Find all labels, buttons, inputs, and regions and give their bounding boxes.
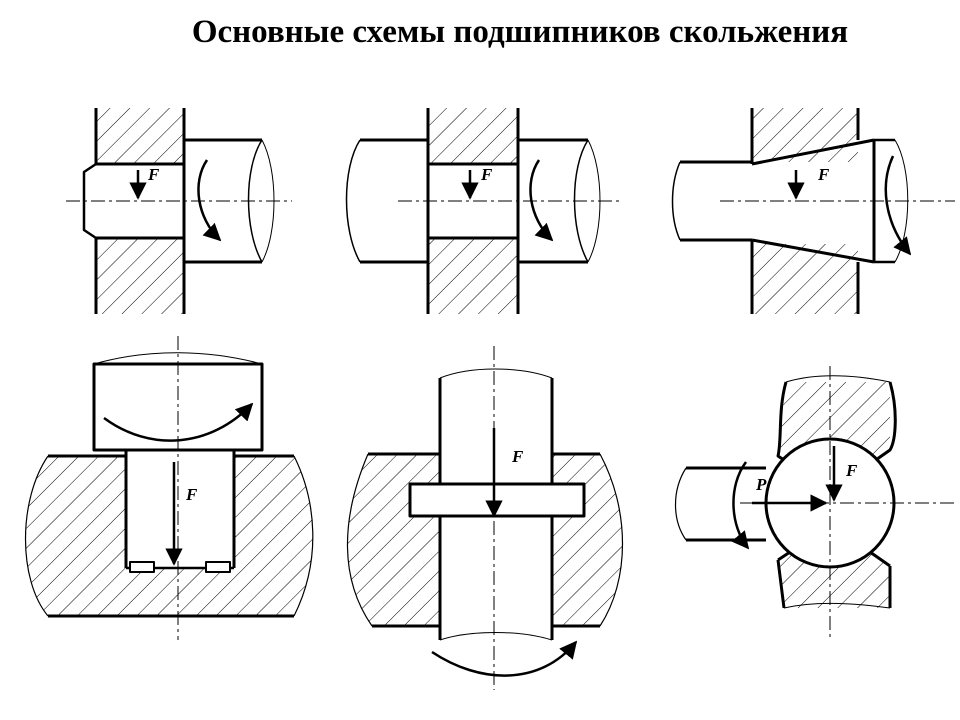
force-label-5: F	[511, 447, 524, 466]
scheme-1-radial-bearing	[66, 108, 292, 314]
scheme-2-through-shaft-bearing	[345, 108, 622, 314]
scheme-3-conical-bearing	[671, 108, 955, 314]
force-label-4: F	[185, 485, 198, 504]
force-label-1: F	[147, 165, 160, 184]
page-title: Основные схемы подшипников скольжения	[191, 14, 849, 50]
scheme-5-collar-thrust-bearing	[346, 346, 624, 690]
force-label-2: F	[480, 165, 493, 184]
force-label-6: F	[845, 461, 858, 480]
force-label-3: F	[817, 165, 830, 184]
scheme-6-spherical-bearing	[675, 366, 955, 640]
scheme-4-thrust-bearing	[24, 336, 314, 640]
load-label-p: P	[755, 475, 767, 494]
